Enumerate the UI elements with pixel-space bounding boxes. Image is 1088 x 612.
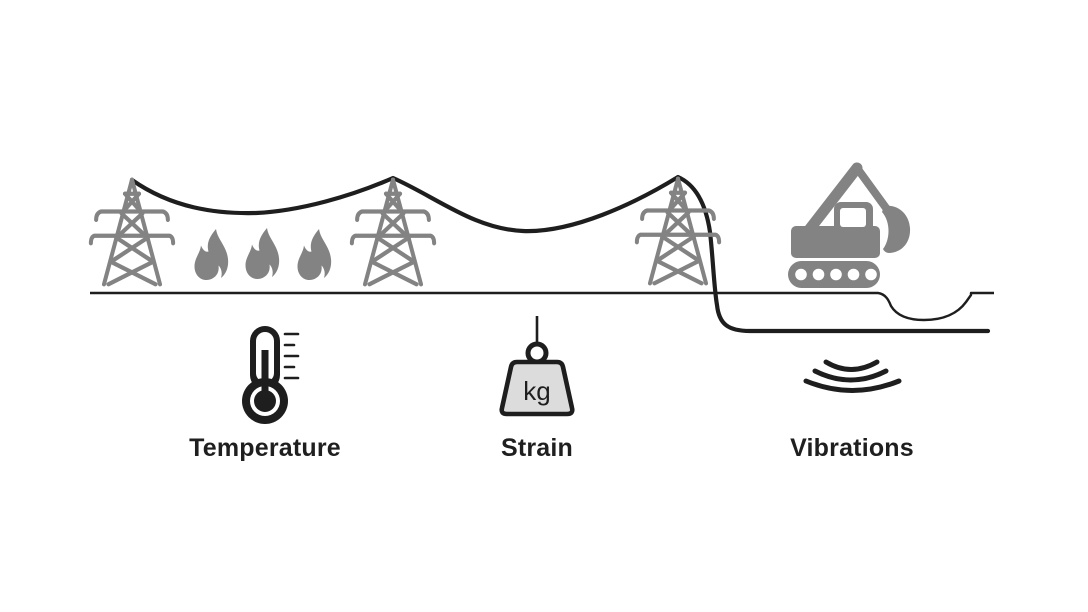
vibration-waves-icon (803, 359, 902, 393)
ground-surface-line (90, 291, 994, 322)
excavator-track-wheels (795, 268, 877, 281)
thermometer-icon (242, 326, 300, 424)
transmission-tower-middle (352, 180, 434, 285)
weight-kg-text: kg (523, 376, 550, 406)
weight-ring (525, 341, 549, 365)
vibrations-label: Vibrations (790, 434, 914, 462)
sensor-vibrations: Vibrations (752, 358, 952, 463)
strain-label: Strain (500, 434, 574, 462)
flame-icon (194, 229, 229, 281)
overhead-and-buried-cable (129, 174, 991, 334)
temperature-label: Temperature (189, 434, 341, 462)
thermometer-scale-ticks (283, 332, 300, 380)
weight-kg-icon: kg (499, 316, 575, 417)
sensor-temperature: Temperature (165, 324, 365, 463)
flame-icon (297, 229, 332, 281)
sensor-strain: kg Strain (437, 314, 637, 463)
excavator-arm (853, 164, 893, 216)
excavator-icon (788, 162, 911, 288)
excavator-bucket (882, 205, 911, 253)
weight-body (499, 359, 575, 417)
flame-icon (245, 228, 280, 280)
excavator-cab-window (840, 208, 866, 227)
